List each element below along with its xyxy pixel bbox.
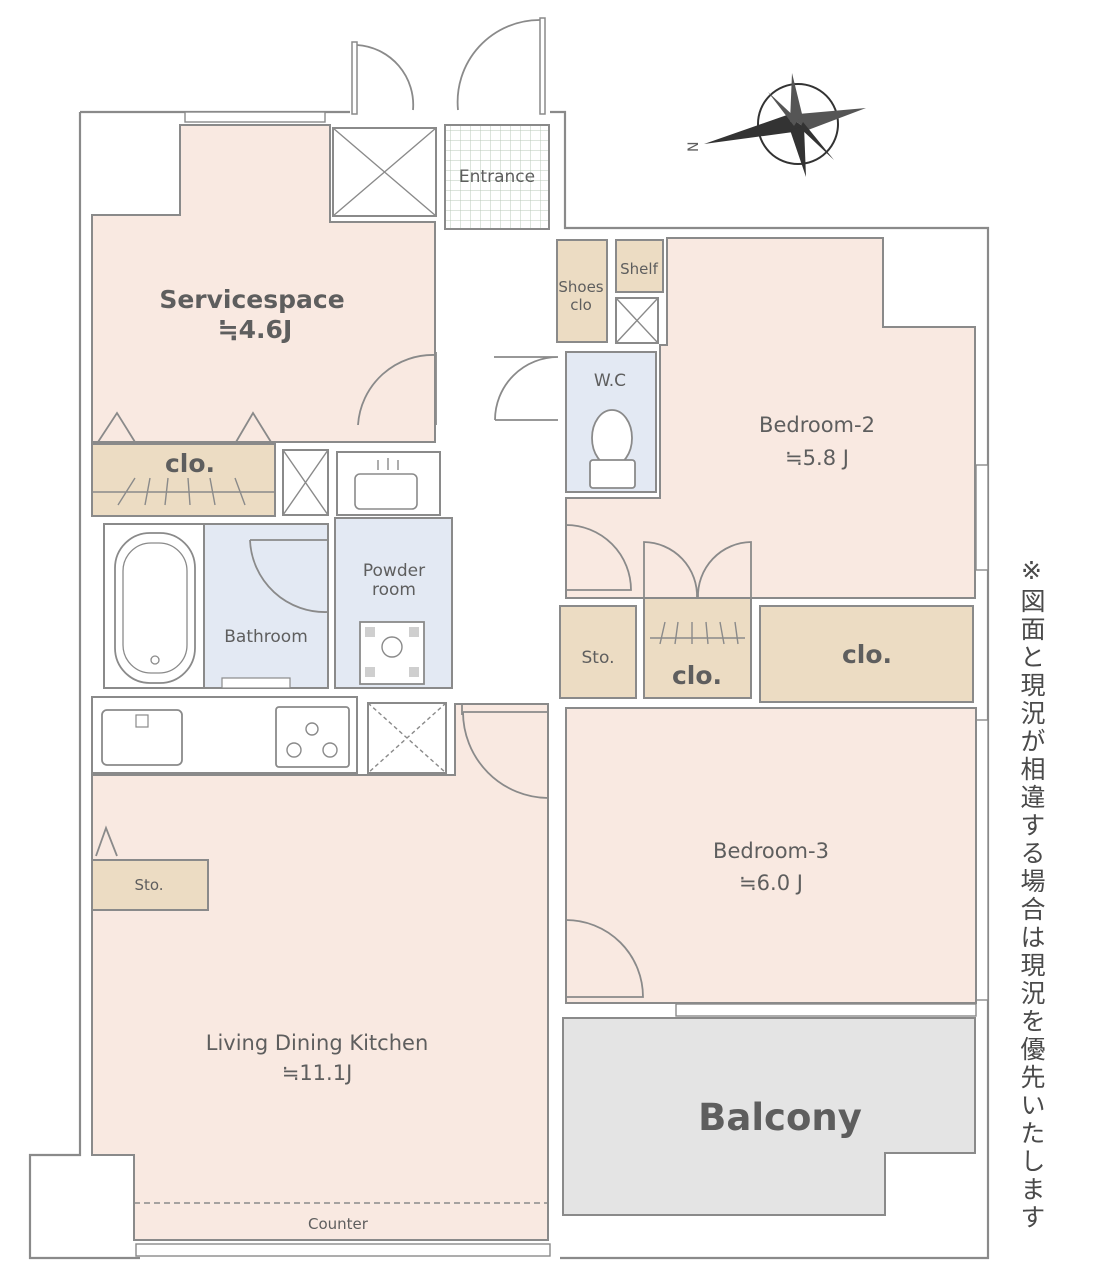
closet-middle-label: clo.	[672, 661, 722, 690]
bedroom3-door	[565, 919, 644, 998]
shelf	[615, 239, 664, 293]
washer-icon	[359, 621, 425, 685]
closet-bedroom2	[759, 605, 974, 703]
bathroom-label: Bathroom	[224, 627, 308, 647]
bedroom2-size: ≒5.8 J	[785, 446, 849, 470]
storage-ldk	[91, 859, 209, 911]
entrance-label: Entrance	[459, 167, 535, 187]
servicespace-name: Servicespace	[159, 285, 344, 314]
stove-icon	[275, 706, 350, 768]
ldk-door	[461, 704, 549, 799]
wc-label: W.C	[594, 371, 626, 391]
wc-door	[494, 356, 559, 421]
storage-ldk-label: Sto.	[134, 876, 163, 894]
balcony-label: Balcony	[698, 1096, 862, 1139]
powder-room-label-1: Powder	[363, 561, 425, 581]
sink-icon	[101, 709, 183, 766]
bedroom2-name: Bedroom-2	[759, 413, 875, 437]
storage-hall-label: Sto.	[582, 648, 615, 668]
servicespace-closet-label: clo.	[165, 449, 215, 478]
shelf-label: Shelf	[620, 260, 658, 278]
shoes-closet-label-2: clo	[570, 296, 592, 314]
servicespace-door	[357, 352, 437, 426]
bathroom-room	[203, 523, 329, 689]
compass-icon	[704, 73, 866, 177]
ldk-size: ≒11.1J	[282, 1061, 353, 1085]
bedroom2-room	[565, 237, 976, 599]
storage-hall	[559, 605, 637, 699]
bathtub	[114, 532, 196, 684]
bedroom3-size: ≒6.0 J	[739, 871, 803, 895]
shoes-closet-label-1: Shoes	[558, 278, 603, 296]
ldk-room	[91, 703, 549, 1241]
bedroom3-name: Bedroom-3	[713, 839, 829, 863]
compass-north-label: N	[686, 142, 702, 152]
servicespace-size: ≒4.6J	[218, 315, 293, 344]
toilet-icon	[589, 409, 636, 489]
balcony-area	[562, 1017, 976, 1216]
entrance-area	[444, 124, 550, 230]
shoes-closet	[556, 239, 608, 343]
disclaimer-note: ※図面と現況が相違する場合は現況を優先いたします	[1017, 556, 1046, 1232]
bathroom-door	[249, 539, 329, 613]
closet-middle	[643, 597, 752, 699]
counter-label: Counter	[308, 1215, 369, 1233]
servicespace-room	[91, 124, 436, 443]
corridor	[445, 230, 555, 698]
entry-doors	[351, 17, 546, 115]
bedroom2-door	[565, 524, 632, 591]
powder-room-label-2: room	[372, 580, 416, 600]
closet-bedroom2-label: clo.	[842, 640, 892, 669]
bedroom3-room	[565, 707, 977, 1004]
ldk-name: Living Dining Kitchen	[206, 1031, 429, 1055]
